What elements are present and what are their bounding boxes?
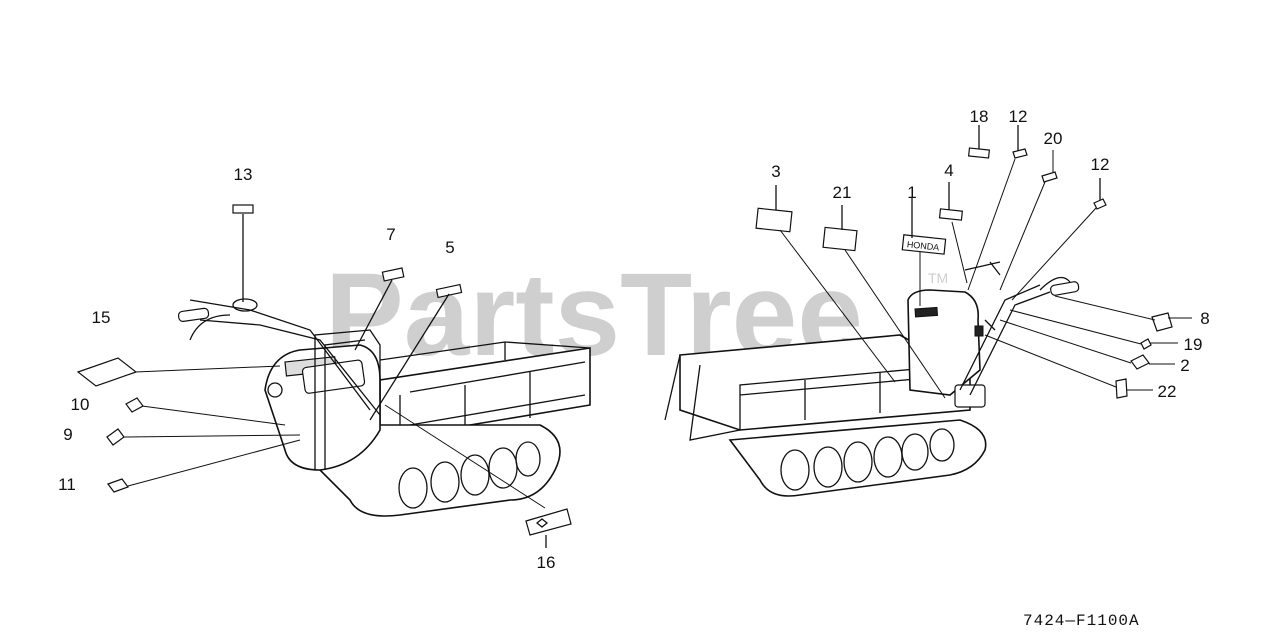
decal-11 <box>107 478 129 493</box>
decal-15 <box>76 357 138 387</box>
callout-22: 22 <box>1158 382 1177 401</box>
callout-16: 16 <box>537 553 556 572</box>
callout-7: 7 <box>386 225 395 244</box>
watermark-tm: TM <box>928 270 948 286</box>
decal-10 <box>125 397 144 413</box>
callout-4: 4 <box>944 161 953 180</box>
callout-1: 1 <box>907 183 916 202</box>
decal-1 <box>901 234 947 255</box>
right-cargo-bed <box>679 334 971 431</box>
decal-8 <box>1151 312 1173 332</box>
honda-decal-text: HONDA <box>906 239 939 252</box>
decal-20 <box>1041 171 1058 183</box>
decal-3 <box>755 207 793 233</box>
decal-18 <box>967 147 991 159</box>
callout-12-right: 12 <box>1091 155 1110 174</box>
right-track <box>728 419 987 497</box>
decal-16 <box>525 508 572 536</box>
callout-21: 21 <box>833 183 852 202</box>
decal-7 <box>381 267 405 282</box>
callout-8: 8 <box>1200 309 1209 328</box>
decal-19 <box>1140 338 1152 350</box>
callout-11: 11 <box>58 475 76 494</box>
callout-18: 18 <box>970 107 989 126</box>
callout-5: 5 <box>445 238 454 257</box>
decal-5 <box>435 283 463 299</box>
callout-9: 9 <box>63 425 72 444</box>
decal-12b <box>1093 198 1107 210</box>
decal-2 <box>1130 354 1150 370</box>
decal-9 <box>106 428 125 446</box>
callout-12-top: 12 <box>1009 107 1028 126</box>
callout-15: 15 <box>92 308 111 327</box>
callout-19: 19 <box>1184 335 1203 354</box>
decal-4 <box>938 208 964 221</box>
decal-21 <box>822 226 858 252</box>
left-carrier-illustration <box>177 298 591 517</box>
callout-3: 3 <box>771 162 780 181</box>
callout-13: 13 <box>234 165 253 184</box>
decal-13 <box>232 204 254 214</box>
reference-code: 7424—F1100A <box>1023 612 1140 630</box>
callout-20: 20 <box>1044 129 1063 148</box>
decal-22 <box>1115 378 1128 399</box>
decal-12a <box>1012 148 1028 159</box>
right-engine <box>907 289 981 396</box>
right-carrier-illustration <box>664 261 1080 497</box>
callout-2: 2 <box>1180 356 1189 375</box>
callout-10: 10 <box>71 395 90 414</box>
